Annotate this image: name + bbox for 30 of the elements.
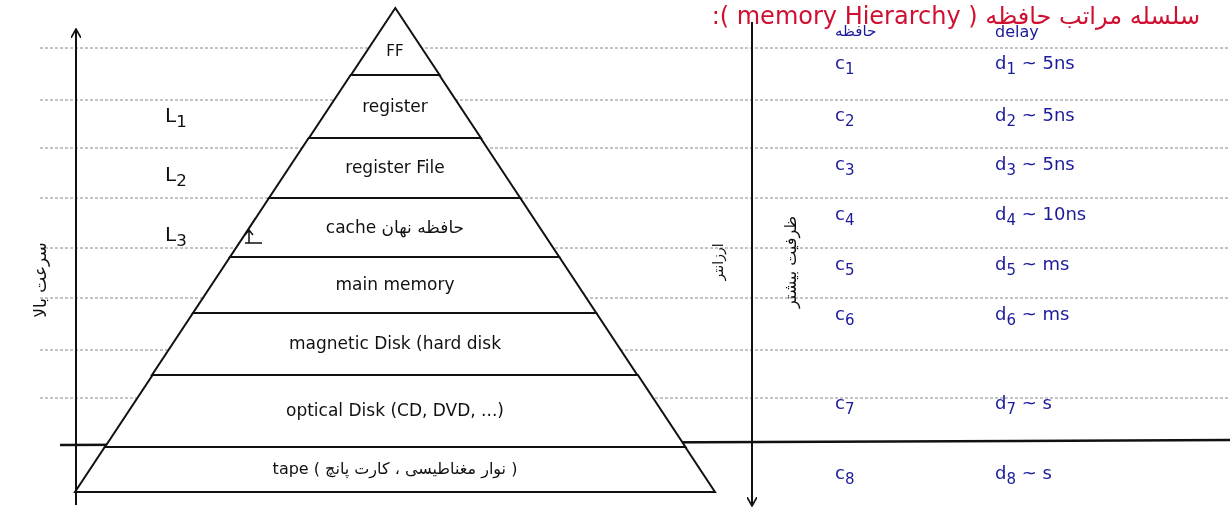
level-label: L$_{3}$ — [165, 222, 187, 250]
axis-label: سرعت بالا — [30, 242, 50, 318]
pyramid-layer: optical Disk (CD, DVD, ...) — [104, 375, 686, 447]
table-cell: c$_{5}$ — [835, 253, 855, 279]
table-cell: d$_{7}$ ~ s — [995, 392, 1052, 418]
table-cell: d$_{1}$ ~ 5ns — [995, 52, 1075, 78]
table-cell: d$_{4}$ ~ 10ns — [995, 203, 1087, 229]
table-cell: c$_{4}$ — [835, 203, 855, 229]
pyramid-layer: tape ( نوار مغناطیسی ، کارت پانچ ) — [75, 447, 715, 492]
pyramid-layer: register — [309, 75, 481, 138]
table-cell: c$_{6}$ — [835, 303, 855, 329]
table-cell: c$_{7}$ — [835, 392, 855, 418]
axis-label: ارزانتر — [710, 243, 726, 281]
table-cell: c$_{1}$ — [835, 52, 855, 78]
table-cell: d$_{5}$ ~ ms — [995, 253, 1070, 279]
level-label: L$_{2}$ — [165, 162, 187, 190]
table-cell: c$_{2}$ — [835, 104, 855, 130]
level-label: L$_{1}$ — [165, 103, 187, 131]
pyramid-layer: magnetic Disk (hard disk — [152, 313, 638, 375]
pyramid-layer: register File — [269, 138, 521, 198]
table-cell: d$_{6}$ ~ ms — [995, 303, 1070, 329]
table-cell: d$_{8}$ ~ s — [995, 462, 1052, 488]
table-cell: c$_{8}$ — [835, 462, 855, 488]
pyramid-layer: main memory — [193, 257, 597, 313]
table-cell: d$_{2}$ ~ 5ns — [995, 104, 1075, 130]
table-cell: c$_{3}$ — [835, 153, 855, 179]
pyramid-apex: FF — [350, 8, 440, 75]
table-cell: d$_{3}$ ~ 5ns — [995, 153, 1075, 179]
axis-label: ظرفیت بیشتر — [780, 216, 800, 308]
pyramid-layer: cache حافظه نهان — [230, 198, 560, 257]
